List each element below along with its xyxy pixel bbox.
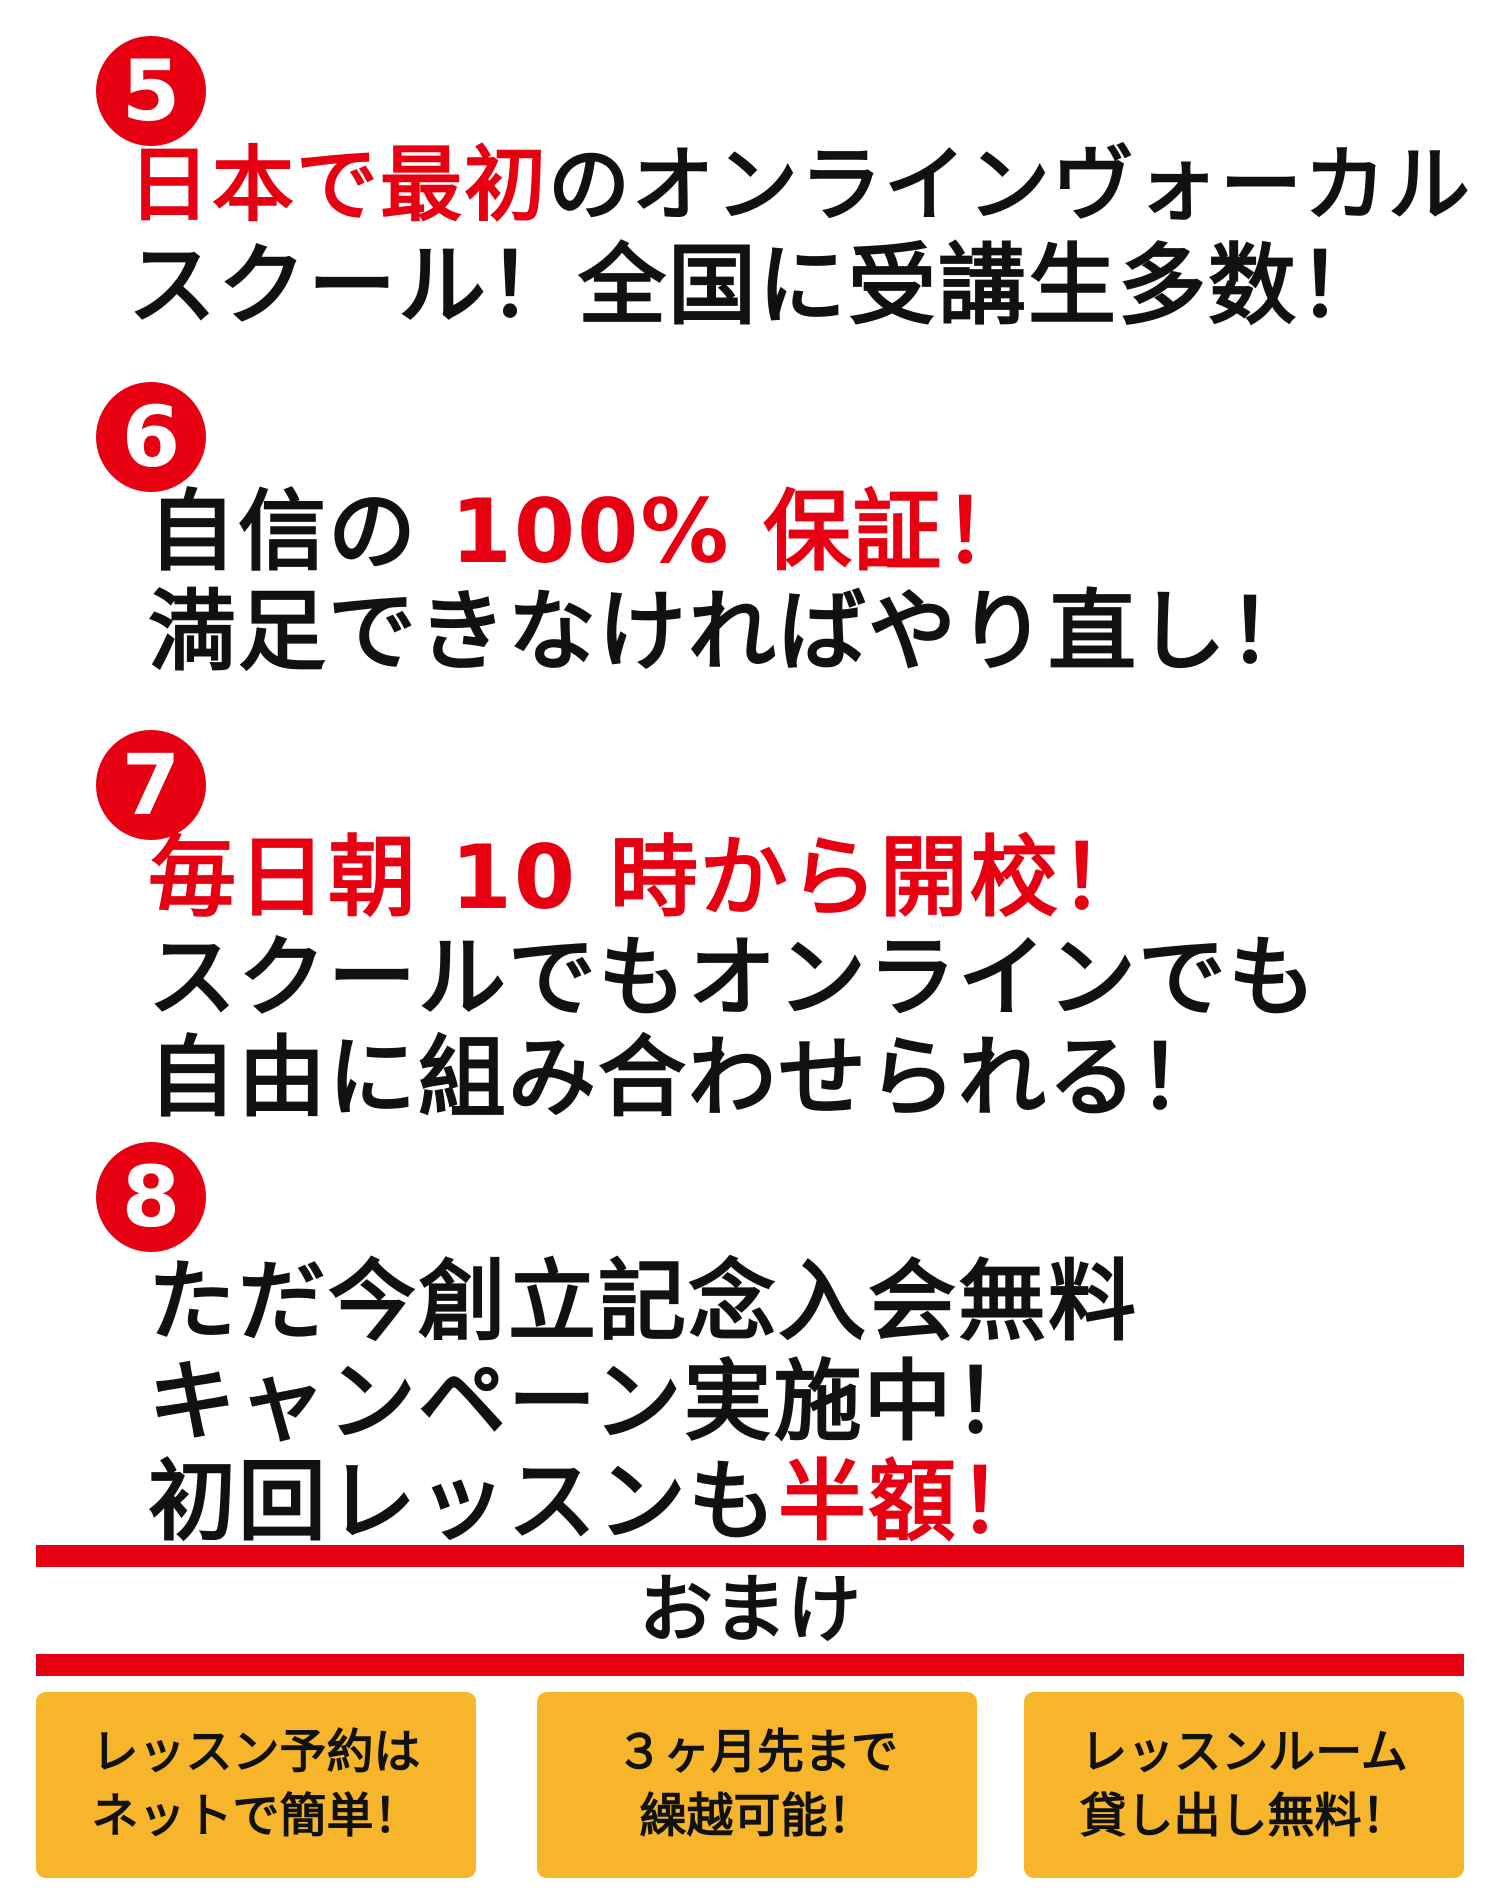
- item-8-line-1-text: ただ今創立記念入会無料: [148, 1250, 1139, 1353]
- bonus-box-line-2: 貸し出し無料！: [1079, 1789, 1409, 1844]
- item-8-line-2-text: キャンペーン実施中！: [148, 1350, 1044, 1453]
- item-5-line-1-text: のオンラインヴォーカル: [548, 138, 1473, 233]
- omake-bottom-rule: [36, 1654, 1464, 1676]
- omake-heading: おまけ: [639, 1567, 861, 1653]
- item-7-line-3-text: 自由に組み合わせられる！: [148, 1026, 1229, 1129]
- bonus-box-line-1: レッスンルーム: [1080, 1725, 1408, 1780]
- bonus-box-line-2: ネットで簡単！: [91, 1789, 421, 1844]
- item-7-line-2: スクールでもオンラインでも: [148, 928, 1318, 1028]
- item-5-line-2-text: スクール！全国に受講生多数！: [128, 234, 1389, 337]
- bonus-box-room-rental: レッスンルーム 貸し出し無料！: [1024, 1692, 1464, 1878]
- bonus-box-carryover: ３ヶ月先まで 繰越可能！: [537, 1692, 977, 1878]
- item-8-line-1: ただ今創立記念入会無料: [148, 1252, 1138, 1352]
- item-7-line-3: 自由に組み合わせられる！: [148, 1028, 1228, 1128]
- item-6-line-2-text: 満足できなければやり直し！: [148, 580, 1319, 683]
- item-5-line-2: スクール！全国に受講生多数！: [128, 236, 1388, 336]
- number-badge-7: 7: [96, 730, 206, 840]
- number-badge-8: 8: [96, 1142, 206, 1252]
- item-5-line-1-highlight: 日本で最初: [128, 138, 549, 233]
- number-badge-5: 5: [96, 36, 206, 146]
- item-5-line-1: 日本で最初のオンラインヴォーカル: [128, 136, 1472, 236]
- item-8-line-2: キャンペーン実施中！: [148, 1352, 1044, 1452]
- item-8-line-3-text: 初回レッスンも: [148, 1450, 779, 1553]
- omake-top-rule: [36, 1545, 1464, 1567]
- item-6-line-1: 自信の 100% 保証！: [148, 482, 1033, 582]
- item-6-line-1-text: 自信の: [148, 480, 451, 583]
- item-8-line-3: 初回レッスンも半額！: [148, 1452, 1048, 1552]
- bonus-box-line-2: 繰越可能！: [639, 1789, 875, 1844]
- item-6-line-1-highlight: 100% 保証！: [450, 480, 1034, 583]
- item-7-line-1-highlight: 毎日朝 10 時から開校！: [148, 826, 1150, 929]
- item-6-line-2: 満足できなければやり直し！: [148, 582, 1318, 682]
- bonus-box-line-1: レッスン予約は: [91, 1725, 421, 1780]
- number-badge-6: 6: [96, 382, 206, 492]
- bonus-box-online-booking: レッスン予約は ネットで簡単！: [36, 1692, 476, 1878]
- item-8-line-3-highlight: 半額！: [778, 1450, 1049, 1553]
- item-7-line-2-text: スクールでもオンラインでも: [148, 926, 1319, 1029]
- bonus-box-line-1: ３ヶ月先まで: [616, 1725, 898, 1780]
- item-7-line-1: 毎日朝 10 時から開校！: [148, 828, 1150, 928]
